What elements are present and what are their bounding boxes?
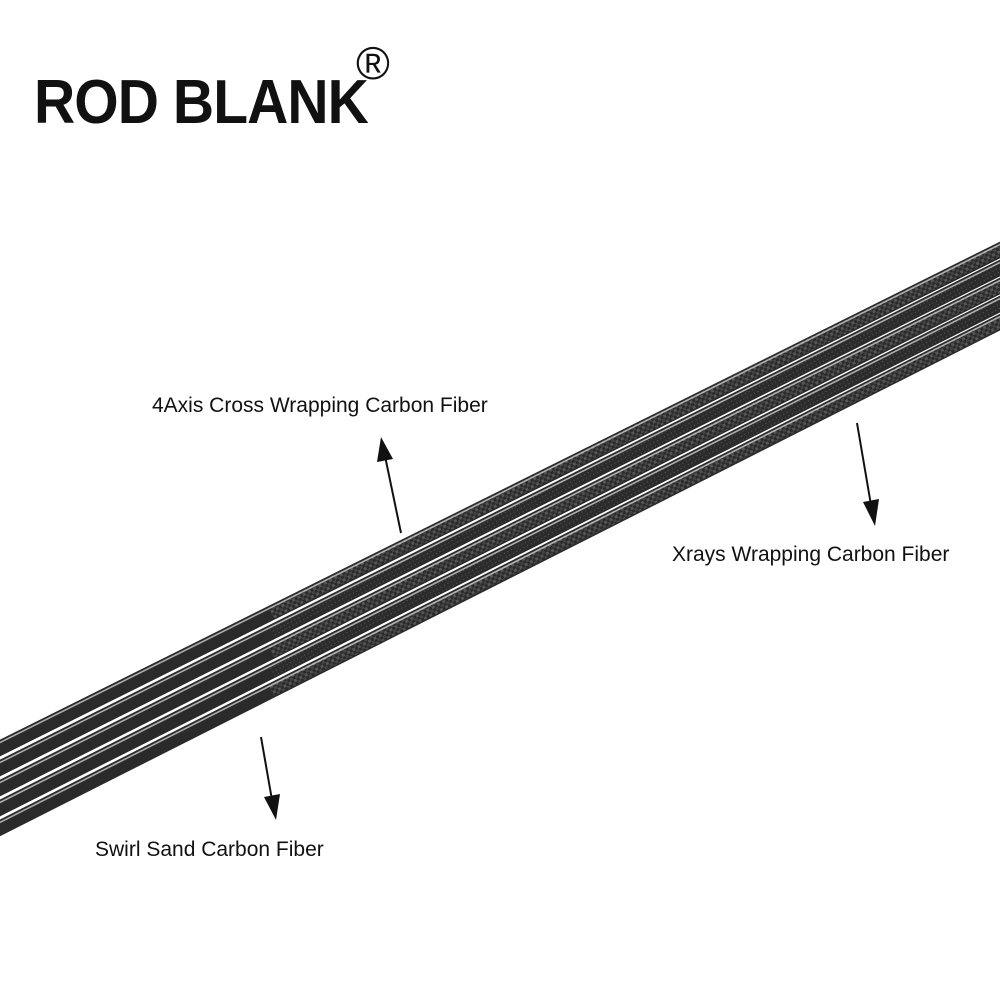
label-4axis-cross-wrapping: 4Axis Cross Wrapping Carbon Fiber bbox=[152, 394, 488, 417]
label-swirl-sand: Swirl Sand Carbon Fiber bbox=[95, 838, 324, 861]
arrow-xrays bbox=[856, 422, 879, 526]
arrow-swirl bbox=[260, 736, 280, 820]
rod-highlight bbox=[0, 315, 1000, 824]
rod-texture bbox=[268, 315, 1000, 697]
rod-texture bbox=[268, 243, 1000, 619]
rod-texture bbox=[268, 297, 1000, 677]
rod-highlight bbox=[0, 297, 1000, 804]
brand-title: ROD BLANK bbox=[34, 68, 369, 137]
arrow-4axis bbox=[377, 437, 402, 534]
rod-highlight bbox=[0, 243, 1000, 744]
rod-texture bbox=[268, 261, 1000, 638]
rod-highlight bbox=[0, 279, 1000, 784]
rod-texture bbox=[268, 279, 1000, 658]
carbon-rod-bundle bbox=[0, 241, 1000, 837]
label-xrays-wrapping: Xrays Wrapping Carbon Fiber bbox=[672, 543, 950, 566]
registered-mark: ® bbox=[356, 37, 390, 89]
rod-highlight bbox=[0, 261, 1000, 764]
